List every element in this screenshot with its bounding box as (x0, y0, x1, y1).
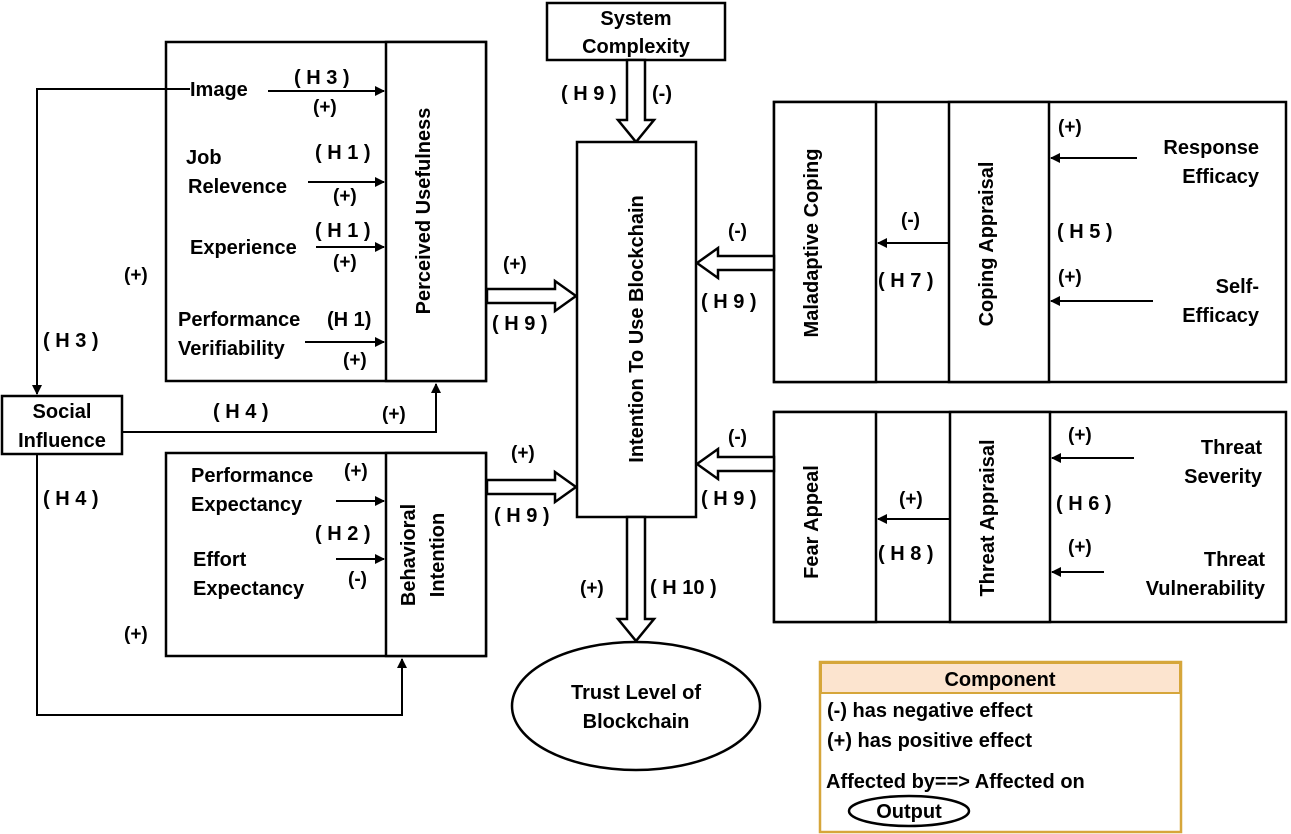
label-h10-trust: ( H 10 ) (650, 577, 717, 599)
label-h1-perf: (H 1) (327, 309, 371, 331)
label-h1-job: ( H 1 ) (315, 142, 371, 164)
label-pos-image: (+) (313, 97, 337, 118)
performance-expectancy-line1: Performance (191, 465, 313, 487)
social-influence-line1: Social (33, 401, 92, 423)
intention-to-use-label: Intention To Use Blockchain (626, 195, 648, 462)
label-h4-mid: ( H 4 ) (213, 401, 269, 423)
experience-label: Experience (190, 237, 297, 259)
label-h8: ( H 8 ) (878, 543, 934, 565)
label-h6: ( H 6 ) (1056, 493, 1112, 515)
label-neg-fear: (-) (728, 427, 747, 448)
label-h5: ( H 5 ) (1057, 221, 1113, 243)
job-relevance-line1: Job (186, 147, 222, 169)
fear-to-intention-arrow (694, 446, 776, 482)
image-to-social-connector (32, 88, 190, 395)
job-relevance-line2: Relevence (188, 176, 287, 198)
label-h2-ee: ( H 2 ) (315, 523, 371, 545)
behavioral-intention-box (384, 451, 488, 658)
label-pos-sev: (+) (1068, 425, 1092, 446)
label-neg-coping: (-) (728, 221, 747, 242)
label-pos-job: (+) (333, 186, 357, 207)
label-h9-coping: ( H 9 ) (701, 291, 757, 313)
threat-severity-line1: Threat (1201, 437, 1262, 459)
legend-output-ellipse (847, 794, 971, 828)
label-pos-left: (+) (124, 265, 148, 286)
label-pos-self: (+) (1058, 267, 1082, 288)
threat-appraisal-box (948, 410, 1052, 624)
threat-severity-line2: Severity (1184, 466, 1263, 488)
label-pos-pu: (+) (503, 254, 527, 275)
label-h9-system: ( H 9 ) (561, 83, 617, 105)
label-pos-resp: (+) (1058, 117, 1082, 138)
social-influence-box (0, 394, 124, 456)
intention-to-use-box (575, 140, 698, 519)
label-pos-perf: (+) (343, 350, 367, 371)
label-neg-system: (-) (652, 83, 672, 105)
label-pos-vul: (+) (1068, 537, 1092, 558)
system-complexity-arrow (615, 58, 657, 144)
threat-vulnerability-line2: Vulnerability (1146, 578, 1266, 600)
pu-to-intention-arrow (485, 278, 579, 314)
label-pos-h8: (+) (899, 489, 923, 510)
label-h9-bi: ( H 9 ) (494, 505, 550, 527)
legend-affected: Affected by==> Affected on (826, 771, 1085, 793)
legend-positive: (+) has positive effect (827, 730, 1032, 752)
performance-verifiability-line2: Verifiability (178, 338, 286, 360)
trust-level-ellipse (510, 640, 762, 772)
label-neg-h7: (-) (901, 210, 920, 231)
coping-appraisal-box (947, 100, 1051, 384)
label-pos-pe: (+) (344, 461, 368, 482)
label-pos-left2: (+) (124, 624, 148, 645)
system-complexity-line2: Complexity (582, 36, 691, 58)
legend-header (820, 662, 1181, 694)
label-pos-social: (+) (382, 404, 406, 425)
maladaptive-coping-box (772, 100, 878, 384)
fear-appeal-label: Fear Appeal (801, 465, 823, 579)
effort-expectancy-line1: Effort (193, 549, 247, 571)
coping-appraisal-label: Coping Appraisal (976, 162, 998, 327)
coping-to-intention-arrow (694, 245, 776, 281)
intention-to-trust-arrow (615, 515, 657, 643)
system-complexity-line1: System (600, 8, 671, 30)
fear-appeal-box (772, 410, 878, 624)
behavioral-intention-line1: Behavioral (398, 504, 420, 606)
label-h3-image: ( H 3 ) (294, 67, 350, 89)
threat-appraisal-label: Threat Appraisal (977, 439, 999, 596)
trust-level-line1: Trust Level of (571, 682, 701, 704)
label-pos-trust: (+) (580, 578, 604, 599)
threat-vulnerability-line1: Threat (1204, 549, 1265, 571)
label-h3-left: ( H 3 ) (43, 330, 99, 352)
effort-expectancy-line2: Expectancy (193, 578, 305, 600)
response-efficacy-line1: Response (1163, 137, 1259, 159)
legend-title: Component (944, 669, 1055, 691)
social-influence-line2: Influence (18, 430, 106, 452)
label-h4-left: ( H 4 ) (43, 488, 99, 510)
legend-negative: (-) has negative effect (827, 700, 1033, 722)
self-efficacy-line2: Efficacy (1182, 305, 1260, 327)
self-efficacy-line1: Self- (1216, 276, 1259, 298)
label-h9-fear: ( H 9 ) (701, 488, 757, 510)
trust-level-line2: Blockchain (583, 711, 690, 733)
system-complexity-box (545, 1, 727, 62)
label-pos-exp: (+) (333, 252, 357, 273)
perceived-usefulness-box (384, 40, 488, 383)
social-to-bi-connector (36, 454, 407, 716)
performance-expectancy-line2: Expectancy (191, 494, 303, 516)
performance-verifiability-line1: Performance (178, 309, 300, 331)
label-h7: ( H 7 ) (878, 270, 934, 292)
bi-to-intention-arrow (485, 469, 579, 505)
label-neg-ee: (-) (348, 569, 367, 590)
label-h1-exp: ( H 1 ) (315, 220, 371, 242)
maladaptive-coping-label: Maladaptive Coping (801, 149, 823, 338)
image-label: Image (190, 79, 248, 101)
label-pos-bi: (+) (511, 443, 535, 464)
label-h9-pu: ( H 9 ) (492, 313, 548, 335)
response-efficacy-line2: Efficacy (1182, 166, 1260, 188)
perceived-usefulness-label: Perceived Usefulness (413, 108, 435, 315)
legend-output-label: Output (876, 801, 942, 823)
behavioral-intention-line2: Intention (427, 513, 449, 597)
social-to-pu-connector (122, 383, 441, 433)
